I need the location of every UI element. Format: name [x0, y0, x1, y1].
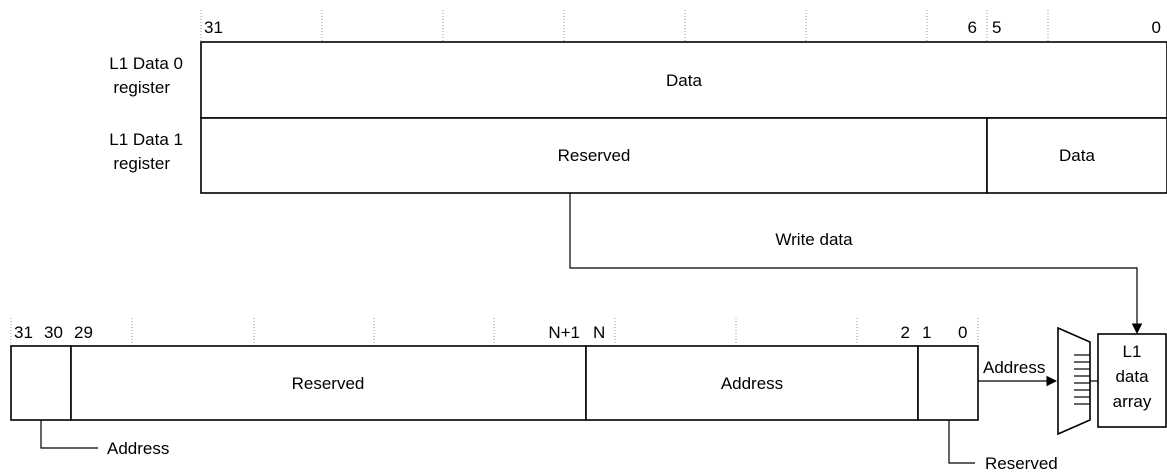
l1-data1-reserved-field — [200, 117, 988, 194]
addr-reserved-field — [70, 345, 587, 421]
addr-bit-29: 29 — [74, 323, 93, 342]
l1-data1-label-line1: L1 Data 1 — [109, 130, 183, 149]
top-bit-ruler: 31 6 5 0 — [200, 10, 1161, 42]
addr-reserved-text: Reserved — [292, 374, 365, 393]
l1-data0-label-line1: L1 Data 0 — [109, 54, 183, 73]
l1-data-array-line3: array — [1113, 392, 1152, 411]
addr-low-bits-field — [917, 345, 979, 421]
callout-address-text: Address — [107, 439, 169, 458]
bit-label-6: 6 — [968, 18, 977, 37]
address-top-bits-callout: Address — [40, 420, 169, 458]
addr-top-bits-field — [10, 345, 72, 421]
bit-label-5: 5 — [992, 18, 1001, 37]
addr-bit-n1: N+1 — [548, 323, 580, 342]
write-data-connector — [569, 193, 1143, 335]
reserved-low-bits-callout: Reserved — [948, 420, 1058, 473]
address-mux-label: Address — [983, 358, 1045, 377]
address-register: Reserved Address — [10, 345, 979, 421]
l1-data-array: L1 data array — [1097, 333, 1167, 428]
addr-bit-30: 30 — [44, 323, 63, 342]
l1-data0-register: L1 Data 0 register Data — [109, 41, 1167, 119]
l1-data-array-box — [1097, 333, 1167, 428]
address-bit-ruler: 31 30 29 N+1 N 2 1 0 — [10, 318, 979, 346]
l1-data1-data-text: Data — [1059, 146, 1095, 165]
write-data-path: Write data — [569, 193, 1143, 335]
l1-data1-register: L1 Data 1 register Reserved Data — [109, 117, 1167, 194]
callout-reserved-text: Reserved — [985, 454, 1058, 473]
l1-data-array-line2: data — [1115, 367, 1149, 386]
l1-data0-label-line2: register — [113, 78, 170, 97]
addr-address-field — [585, 345, 919, 421]
address-to-mux: Address — [978, 358, 1058, 387]
l1-data1-data-field — [986, 117, 1167, 194]
addr-bit-1: 1 — [922, 323, 931, 342]
mux-icon — [1057, 326, 1098, 436]
bit-label-0: 0 — [1152, 18, 1161, 37]
addr-bit-n: N — [593, 323, 605, 342]
addr-bit-2: 2 — [901, 323, 910, 342]
l1-data0-data-text: Data — [666, 71, 702, 90]
addr-bit-31: 31 — [14, 323, 33, 342]
addr-address-text: Address — [721, 374, 783, 393]
l1-data-array-line1: L1 — [1123, 342, 1142, 361]
l1-data0-data-field — [200, 41, 1167, 119]
l1-data1-reserved-text: Reserved — [558, 146, 631, 165]
write-data-label: Write data — [775, 230, 853, 249]
bit-label-31: 31 — [204, 18, 223, 37]
l1-data1-label-line2: register — [113, 154, 170, 173]
addr-bit-0: 0 — [958, 323, 967, 342]
